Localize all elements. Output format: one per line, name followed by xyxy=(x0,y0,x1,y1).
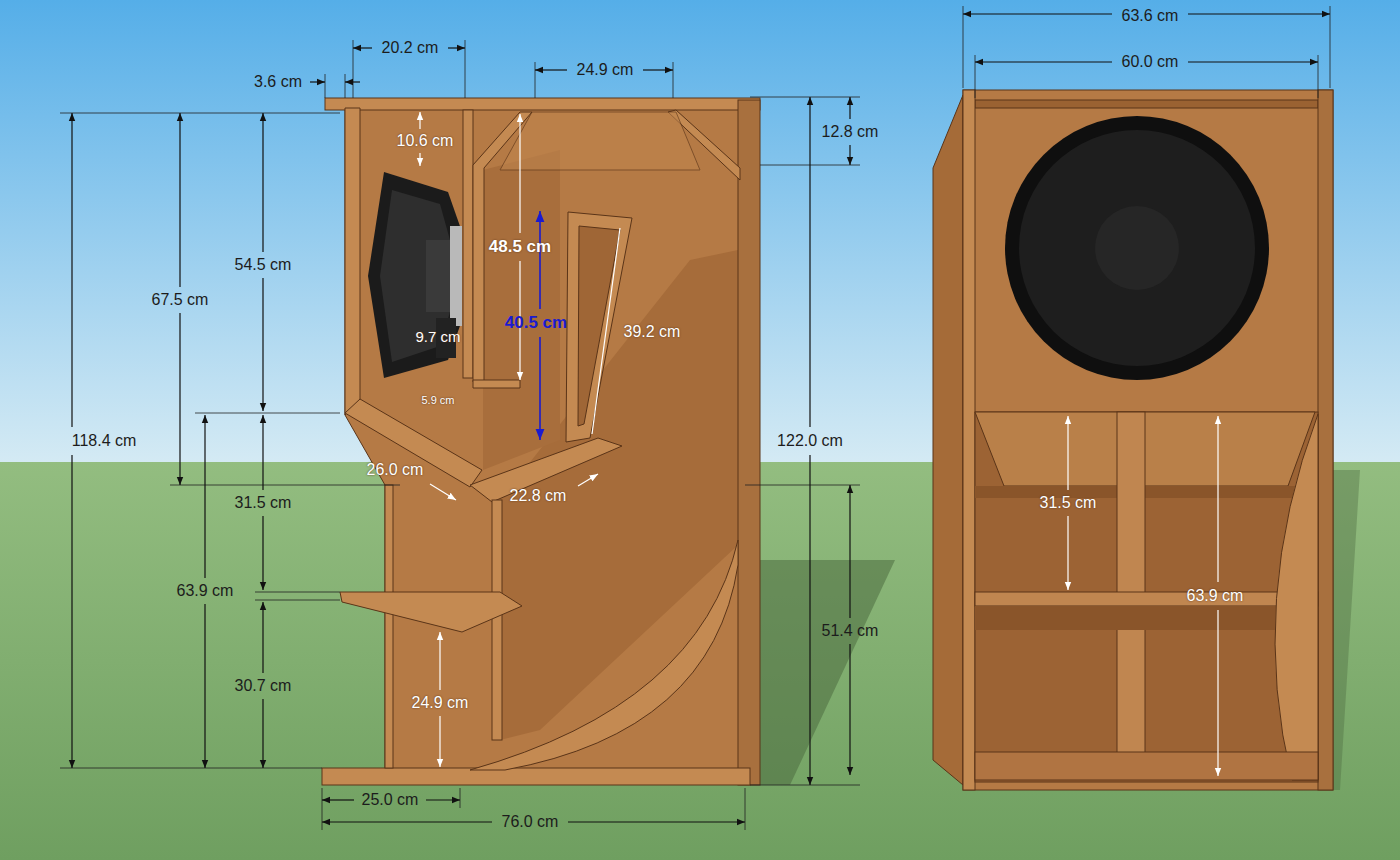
side-view-cabinet xyxy=(322,98,760,785)
dimension-label: 22.8 cm xyxy=(510,487,567,505)
dimension-label: 9.7 cm xyxy=(415,329,460,346)
dimension-label: 20.2 cm xyxy=(382,39,439,57)
dimension-label: 118.4 cm xyxy=(72,432,137,450)
dimension-label: 54.5 cm xyxy=(235,256,292,274)
dimension-label: 40.5 cm xyxy=(505,314,567,333)
dimension-label: 24.9 cm xyxy=(577,61,634,79)
dimension-label: 25.0 cm xyxy=(362,791,419,809)
dimension-label: 63.9 cm xyxy=(1187,587,1244,605)
driver-side xyxy=(368,172,462,378)
dimension-label: 48.5 cm xyxy=(489,238,551,257)
dimension-label: 31.5 cm xyxy=(1040,494,1097,512)
front-view-cabinet xyxy=(933,90,1333,790)
dimension-label: 24.9 cm xyxy=(412,694,469,712)
dimension-label: 60.0 cm xyxy=(1122,53,1179,71)
dimension-label: 122.0 cm xyxy=(777,432,843,450)
dimension-label: 67.5 cm xyxy=(152,291,209,309)
dimension-label: 30.7 cm xyxy=(235,677,292,695)
inner-dimension-lines xyxy=(420,112,1218,776)
dimension-label: 10.6 cm xyxy=(397,132,454,150)
dimension-label: 51.4 cm xyxy=(822,622,879,640)
dimension-label: 12.8 cm xyxy=(822,123,879,141)
driver-front xyxy=(1005,116,1269,380)
shadow xyxy=(1332,470,1360,790)
dimension-label: 31.5 cm xyxy=(235,494,292,512)
shadow xyxy=(760,560,895,785)
dimension-lines xyxy=(72,14,1330,822)
dimension-label: 3.6 cm xyxy=(254,73,302,91)
dimension-label: 63.6 cm xyxy=(1122,7,1179,25)
dimension-label: 39.2 cm xyxy=(624,323,681,341)
dimension-label: 76.0 cm xyxy=(502,813,559,831)
dimension-label: 63.9 cm xyxy=(177,582,234,600)
dimension-label: 26.0 cm xyxy=(367,461,424,479)
extension-lines xyxy=(60,6,1330,830)
dimension-label: 5.9 cm xyxy=(421,394,454,406)
